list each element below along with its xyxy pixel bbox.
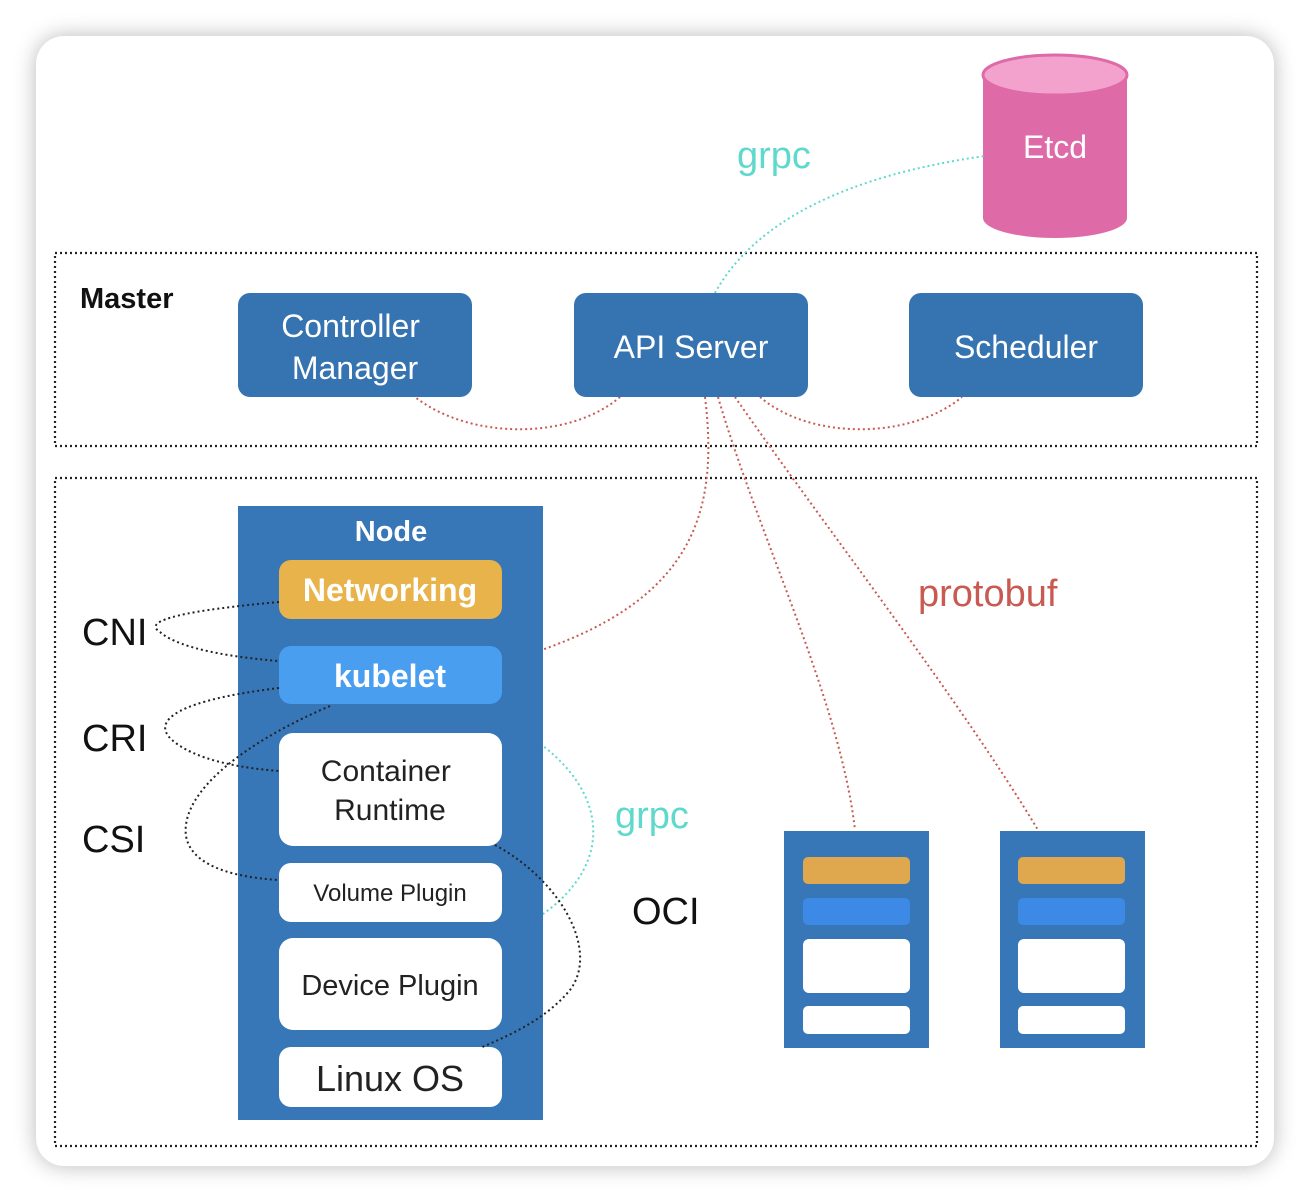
volume-plugin-label: Volume Plugin (313, 880, 466, 907)
mini-node-2 (784, 831, 929, 1048)
protobuf-edge-api-node3 (734, 396, 1039, 831)
mini-node-3-kubelet (1018, 898, 1125, 925)
mini-node-3-networking (1018, 857, 1125, 884)
api-server-label: API Server (614, 329, 769, 365)
mini-node-3 (1000, 831, 1145, 1048)
worker-region (53, 476, 1259, 1148)
linux-os-box: Linux OS (279, 1047, 502, 1107)
mini-node-2-networking (803, 857, 910, 884)
container-runtime-line1: Container (321, 755, 451, 788)
scheduler-box: Scheduler (909, 293, 1143, 397)
protobuf-edge-api-controller (414, 396, 621, 431)
container-runtime-label: Container Runtime (321, 755, 459, 827)
linux-os-label: Linux OS (316, 1058, 464, 1099)
volume-plugin-box: Volume Plugin (279, 863, 502, 922)
container-runtime-line2: Runtime (334, 794, 446, 827)
protobuf-label: protobuf (918, 573, 1058, 615)
networking-label: Networking (303, 572, 477, 608)
protobuf-edge-api-scheduler (759, 396, 963, 431)
controller-manager-line2: Manager (292, 350, 419, 386)
api-server-box: API Server (574, 293, 808, 397)
grpc-label-node: grpc (615, 795, 689, 837)
mini-node-2-os (803, 1006, 910, 1034)
etcd-database: Etcd (981, 53, 1129, 238)
master-region (53, 251, 1259, 448)
cri-label: CRI (82, 718, 147, 760)
csi-label: CSI (82, 819, 145, 861)
networking-box: Networking (279, 560, 502, 619)
kubelet-box: kubelet (279, 646, 502, 704)
mini-node-3-os (1018, 1006, 1125, 1034)
etcd-label: Etcd (1023, 129, 1087, 165)
oci-loop (479, 844, 581, 1049)
mini-node-3-runtime (1018, 939, 1125, 993)
container-runtime-box: Container Runtime (279, 733, 502, 846)
cni-label: CNI (82, 612, 147, 654)
scheduler-label: Scheduler (954, 329, 1098, 365)
device-plugin-label: Device Plugin (301, 970, 478, 1002)
protobuf-edge-api-node2 (717, 396, 856, 831)
csi-loop (184, 705, 331, 881)
controller-manager-box: Controller Manager (238, 293, 472, 397)
device-plugin-box: Device Plugin (279, 938, 502, 1030)
grpc-edge-api-etcd (714, 155, 986, 294)
grpc-label-top: grpc (737, 135, 811, 177)
node-title: Node (355, 516, 428, 548)
controller-manager-label: Controller Manager (281, 308, 429, 386)
mini-node-2-runtime (803, 939, 910, 993)
cni-loop (154, 601, 280, 662)
kubelet-label: kubelet (334, 658, 446, 694)
controller-manager-line1: Controller (281, 308, 420, 344)
oci-label: OCI (632, 891, 700, 933)
mini-node-2-kubelet (803, 898, 910, 925)
master-title: Master (80, 283, 174, 315)
